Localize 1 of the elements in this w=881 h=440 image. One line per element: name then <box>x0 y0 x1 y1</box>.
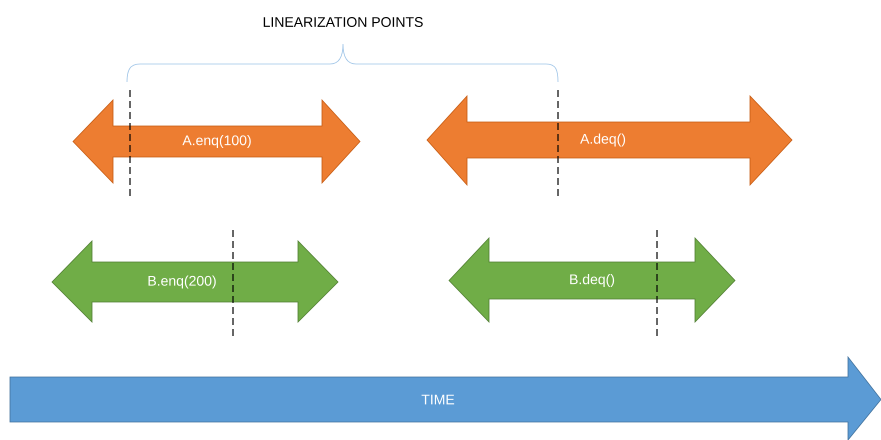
annotation-label: LINEARIZATION POINTS <box>264 17 423 27</box>
